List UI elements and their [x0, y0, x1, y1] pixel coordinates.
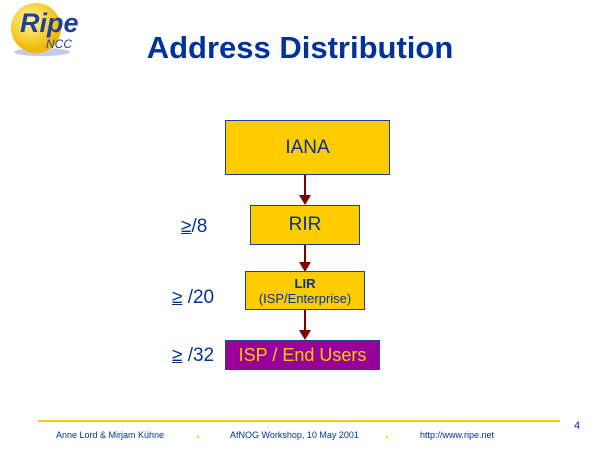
footer-divider: [38, 420, 560, 422]
footer-separator: [197, 436, 199, 438]
node-label: RIR: [288, 214, 322, 235]
node-label: LIR: [294, 275, 316, 291]
footer-event: AfNOG Workshop, 10 May 2001: [230, 430, 359, 440]
arrow: [304, 310, 306, 334]
node-sublabel: (ISP/Enterprise): [258, 290, 352, 306]
footer-separator: [386, 436, 388, 438]
geq-symbol: ≥: [172, 345, 183, 366]
ripe-ncc-logo: Ripe NCC: [4, 2, 114, 58]
level-label: /8: [191, 216, 208, 237]
level-label: /20: [182, 287, 215, 308]
arrow-head-icon: [299, 330, 311, 340]
geq-symbol: ≥: [172, 287, 183, 308]
node-label: ISP / End Users: [238, 344, 367, 365]
node-label: IANA: [285, 136, 330, 158]
node-isp-end-users: ISP / End Users: [225, 340, 380, 370]
level-isp: ≥ /32: [172, 345, 214, 367]
page-number: 4: [574, 420, 581, 432]
level-lir: ≥ /20: [172, 287, 214, 309]
level-label: /32: [182, 345, 215, 366]
footer-authors: Anne Lord & Mirjam Kühne: [56, 430, 165, 440]
logo-globe-icon: [11, 3, 70, 56]
geq-symbol: ≥: [181, 216, 192, 237]
node-iana: IANA: [225, 120, 390, 175]
node-rir: RIR: [250, 205, 360, 245]
arrow: [304, 245, 306, 265]
arrow-head-icon: [299, 262, 311, 272]
slide-title: Address Distribution: [146, 30, 454, 65]
arrow: [304, 175, 306, 197]
footer-url[interactable]: http://www.ripe.net: [420, 430, 495, 440]
level-rir: ≥/8: [181, 216, 207, 238]
arrow-head-icon: [299, 195, 311, 205]
node-lir: LIR (ISP/Enterprise): [245, 271, 365, 310]
